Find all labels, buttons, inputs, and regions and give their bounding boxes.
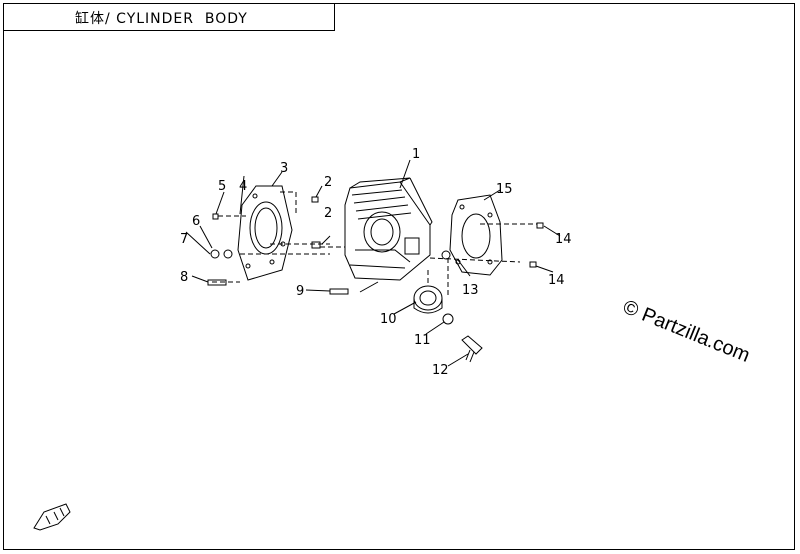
leader-lines: [185, 159, 561, 367]
callout-4: 4: [239, 179, 247, 194]
callout-12: 12: [432, 363, 449, 378]
callout-13: 13: [462, 283, 479, 298]
callout-14-lower: 14: [548, 273, 565, 288]
callout-2-upper: 2: [324, 175, 332, 190]
callout-9: 9: [296, 284, 304, 299]
callout-8: 8: [180, 270, 188, 285]
callout-15: 15: [496, 182, 513, 197]
title-block: 缸体/ CYLINDER BODY: [3, 3, 335, 31]
callout-2-lower: 2: [324, 206, 332, 221]
cylinder-base-gasket-part[interactable]: [237, 185, 293, 281]
callout-6: 6: [192, 214, 200, 229]
cylinder-head-gasket-part[interactable]: [449, 194, 503, 276]
cylinder-body-part[interactable]: [344, 177, 433, 281]
callout-3: 3: [280, 161, 288, 176]
drawing-frame: [3, 3, 795, 550]
washer-part[interactable]: [442, 313, 454, 325]
alignment-lines: [212, 191, 537, 296]
page-title: 缸体/ CYLINDER BODY: [75, 11, 248, 27]
callout-11: 11: [414, 333, 431, 348]
callout-10: 10: [380, 312, 397, 327]
callout-1: 1: [412, 147, 420, 162]
callout-7: 7: [180, 232, 188, 247]
motorcycle-logo-icon: [33, 503, 71, 531]
chain-tensioner-pulley-part[interactable]: [413, 285, 443, 314]
pivot-bolt-part[interactable]: [461, 335, 483, 363]
callout-5: 5: [218, 179, 226, 194]
small-bolts[interactable]: [207, 196, 544, 295]
callout-14-upper: 14: [555, 232, 572, 247]
